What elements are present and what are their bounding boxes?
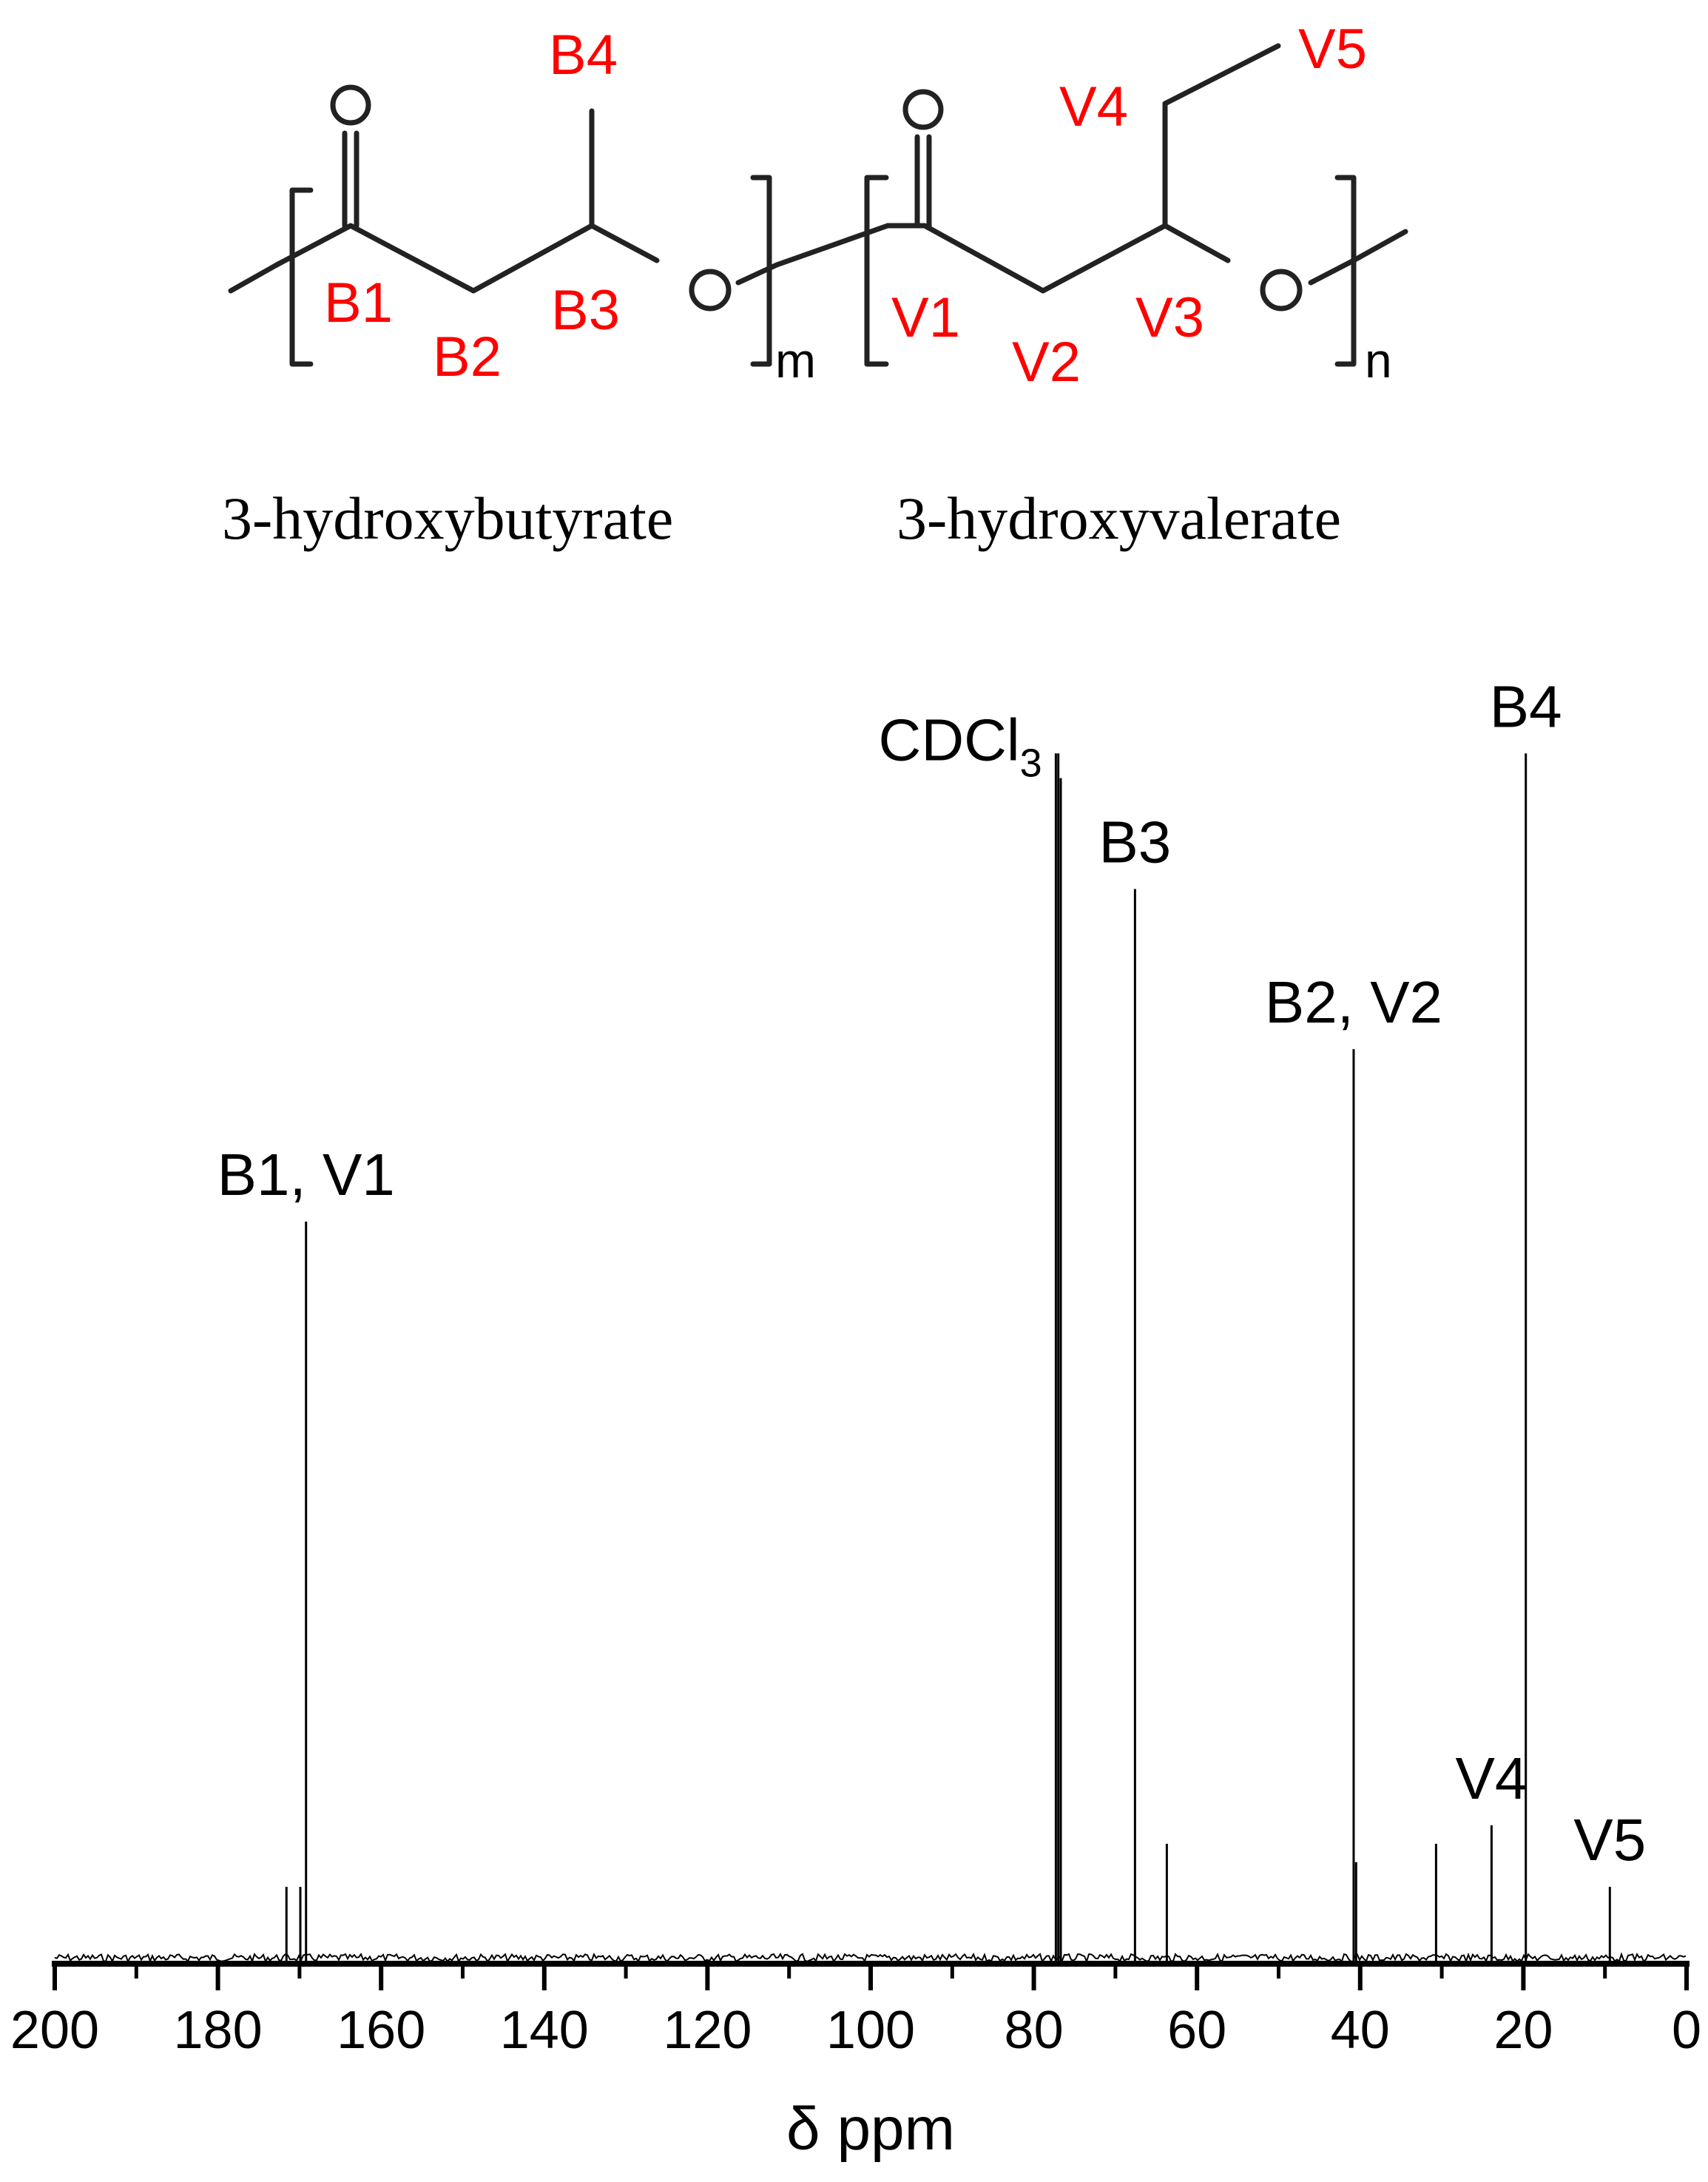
bond-hv-ester bbox=[1308, 257, 1357, 286]
label-b4: B4 bbox=[549, 24, 618, 87]
peak-label-1: CDCl3 bbox=[879, 707, 1042, 785]
label-v5: V5 bbox=[1298, 18, 1367, 81]
subscript-m: m bbox=[775, 333, 816, 388]
label-v4: V4 bbox=[1059, 75, 1128, 138]
peak-label-4: V4 bbox=[1455, 1745, 1528, 1811]
carbonyl-oxygen-hb bbox=[330, 84, 371, 126]
ester-oxygen-hv bbox=[1260, 269, 1303, 312]
polymer-structure bbox=[228, 43, 1408, 367]
x-tick-label-5: 100 bbox=[826, 2001, 915, 2060]
peak-label-0: B1, V1 bbox=[217, 1142, 395, 1208]
bond-hv-backbone bbox=[885, 223, 1231, 294]
x-tick-label-8: 40 bbox=[1331, 2001, 1390, 2060]
label-v3: V3 bbox=[1135, 286, 1204, 349]
bond-bridge bbox=[774, 223, 891, 268]
bracket-hv-right bbox=[1334, 175, 1357, 367]
label-v2: V2 bbox=[1012, 331, 1081, 394]
x-tick-label-3: 140 bbox=[500, 2001, 589, 2060]
subscript-n: n bbox=[1365, 333, 1392, 388]
x-tick-label-1: 180 bbox=[174, 2001, 263, 2060]
bond-left-tail bbox=[228, 262, 280, 294]
bond-hv-ethyl-b bbox=[1162, 43, 1281, 107]
label-v1: V1 bbox=[891, 286, 960, 349]
x-tick-label-9: 20 bbox=[1493, 2001, 1553, 2060]
structure-labels: B1 B2 B3 B4 V1 V2 V3 V4 V5 m n 3-hydroxy… bbox=[222, 18, 1392, 552]
unit-name-hb: 3-hydroxybutyrate bbox=[222, 485, 673, 552]
peak-label-5: B4 bbox=[1490, 673, 1562, 739]
unit-name-hv: 3-hydroxyvalerate bbox=[897, 485, 1341, 552]
spectrum-peaks bbox=[285, 753, 1611, 1961]
bond-hb-backbone bbox=[274, 223, 660, 294]
peak-label-2: B3 bbox=[1098, 809, 1171, 875]
x-tick-label-10: 0 bbox=[1672, 2001, 1701, 2060]
peak-label-3: B2, V2 bbox=[1265, 969, 1442, 1035]
x-axis-label: δ ppm bbox=[786, 2095, 955, 2163]
carbonyl-oxygen-hv bbox=[902, 89, 944, 130]
spectrum-baseline bbox=[54, 1952, 1687, 1964]
bracket-hb-right bbox=[750, 175, 772, 367]
label-b2: B2 bbox=[433, 326, 502, 388]
x-tick-label-4: 120 bbox=[663, 2001, 752, 2060]
x-tick-label-0: 200 bbox=[10, 2001, 99, 2060]
bracket-hb-left bbox=[289, 187, 314, 367]
label-b3: B3 bbox=[551, 279, 620, 342]
x-tick-label-7: 60 bbox=[1167, 2001, 1226, 2060]
ester-oxygen-hb bbox=[689, 269, 732, 312]
bracket-hv-left bbox=[864, 175, 889, 367]
x-tick-label-2: 160 bbox=[337, 2001, 425, 2060]
x-tick-label-6: 80 bbox=[1005, 2001, 1064, 2060]
bond-right-tail bbox=[1351, 229, 1408, 263]
peak-label-6: V5 bbox=[1573, 1807, 1646, 1873]
label-b1: B1 bbox=[324, 272, 393, 334]
